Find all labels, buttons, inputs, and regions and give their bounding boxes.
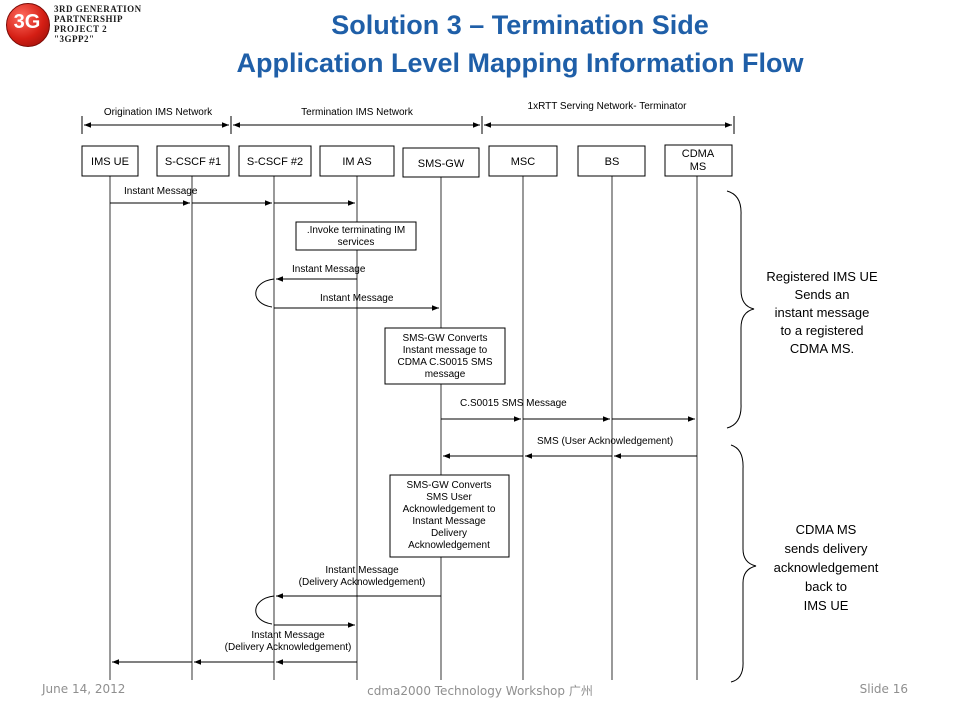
brace-delivery-ack	[730, 444, 757, 683]
sms-gw-convert-box-2	[389, 474, 510, 558]
lifelines	[109, 176, 698, 680]
invoke-box-line: services	[338, 237, 375, 248]
brace-text-line: Registered IMS UE	[766, 269, 878, 284]
brace-text-line: IMS UE	[804, 598, 849, 613]
termination-network-label: Termination IMS Network	[301, 107, 414, 118]
msg-label-instant-message-2: Instant Message	[292, 264, 366, 275]
sms-gw-convert-box-1	[384, 327, 506, 385]
brace-registered-message	[726, 190, 755, 429]
convert1-line: message	[425, 369, 466, 380]
entity-label-bs: BS	[605, 156, 620, 168]
msg-loop-scscf2-1	[255, 278, 275, 308]
entity-box-bs	[577, 145, 646, 177]
footer-event: cdma2000 Technology Workshop 广州	[367, 684, 593, 698]
logo-line: 3RD GENERATION	[54, 4, 142, 14]
entity-label-ms: MS	[690, 161, 707, 173]
entity-label-msc: MSC	[511, 156, 536, 168]
entity-label-sms-gw: SMS-GW	[418, 158, 465, 170]
convert2-line: Instant Message	[412, 516, 486, 527]
brace-text-line: CDMA MS.	[790, 341, 854, 356]
network-boundaries	[81, 116, 735, 134]
entity-label-ims-ue: IMS UE	[91, 156, 129, 168]
convert2-line: Acknowledgement to	[403, 504, 496, 515]
convert1-line: CDMA C.S0015 SMS	[397, 357, 492, 368]
logo-line: "3GPP2"	[54, 34, 95, 44]
msg-label-cs0015: C.S0015 SMS Message	[460, 398, 567, 409]
slide-title-line1: Solution 3 – Termination Side	[331, 10, 709, 40]
footer-date: June 14, 2012	[42, 682, 126, 696]
msg-loop-scscf2-2	[255, 595, 275, 625]
msg-label-instant-message-1: Instant Message	[124, 186, 198, 197]
serving-network-label: 1xRTT Serving Network- Terminator	[528, 101, 688, 112]
logo-badge-circle	[6, 3, 50, 47]
entity-label-im-as: IM AS	[342, 156, 371, 168]
entity-label-scscf2: S-CSCF #2	[247, 156, 303, 168]
brace-text-line: sends delivery	[784, 541, 868, 556]
convert2-line: Delivery	[431, 528, 467, 539]
logo-wordmark: 3RD GENERATION PARTNERSHIP PROJECT 2 "3G…	[54, 4, 142, 44]
convert2-line: SMS User	[426, 492, 472, 503]
entity-label-cdma: CDMA	[682, 148, 715, 160]
brace-text-line: back to	[805, 579, 847, 594]
logo-line: PROJECT 2	[54, 24, 108, 34]
entity-box-cdma-ms	[664, 144, 733, 177]
invoke-im-services-box	[295, 221, 417, 251]
msg-label-delivery-ack-1: Instant Message	[325, 565, 399, 576]
convert2-line: SMS-GW Converts	[406, 480, 491, 491]
entity-box-scscf1	[156, 145, 230, 177]
brace-text-line: Sends an	[795, 287, 850, 302]
entity-label-scscf1: S-CSCF #1	[165, 156, 221, 168]
invoke-box-line: .Invoke terminating IM	[307, 225, 405, 236]
brace-text-line: CDMA MS	[796, 522, 857, 537]
footer-slide-number: Slide 16	[859, 682, 908, 696]
slide-title-line2: Application Level Mapping Information Fl…	[236, 48, 804, 78]
entity-box-im-as	[319, 145, 395, 177]
convert2-line: Acknowledgement	[408, 540, 490, 551]
entity-box-sms-gw	[402, 147, 480, 178]
brace-text-line: acknowledgement	[774, 560, 879, 575]
convert1-line: Instant message to	[403, 345, 488, 356]
brace-text-line: instant message	[775, 305, 870, 320]
origination-network-label: Origination IMS Network	[104, 107, 213, 118]
msg-label-delivery-ack-1-sub: (Delivery Acknowledgement)	[299, 577, 426, 588]
logo-line: PARTNERSHIP	[54, 14, 124, 24]
entity-box-scscf2	[238, 145, 312, 177]
msg-label-sms-ack: SMS (User Acknowledgement)	[537, 436, 673, 447]
msg-label-delivery-ack-2-sub: (Delivery Acknowledgement)	[225, 642, 352, 653]
entity-box-msc	[488, 145, 558, 177]
3gpp2-logo: 3G 3RD GENERATION PARTNERSHIP PROJECT 2 …	[4, 2, 154, 47]
msg-label-instant-message-3: Instant Message	[320, 293, 394, 304]
entity-box-ims-ue	[81, 145, 139, 177]
convert1-line: SMS-GW Converts	[402, 333, 487, 344]
logo-badge-text: 3G	[13, 11, 41, 33]
brace-text-line: to a registered	[780, 323, 863, 338]
msg-label-delivery-ack-2: Instant Message	[251, 630, 325, 641]
